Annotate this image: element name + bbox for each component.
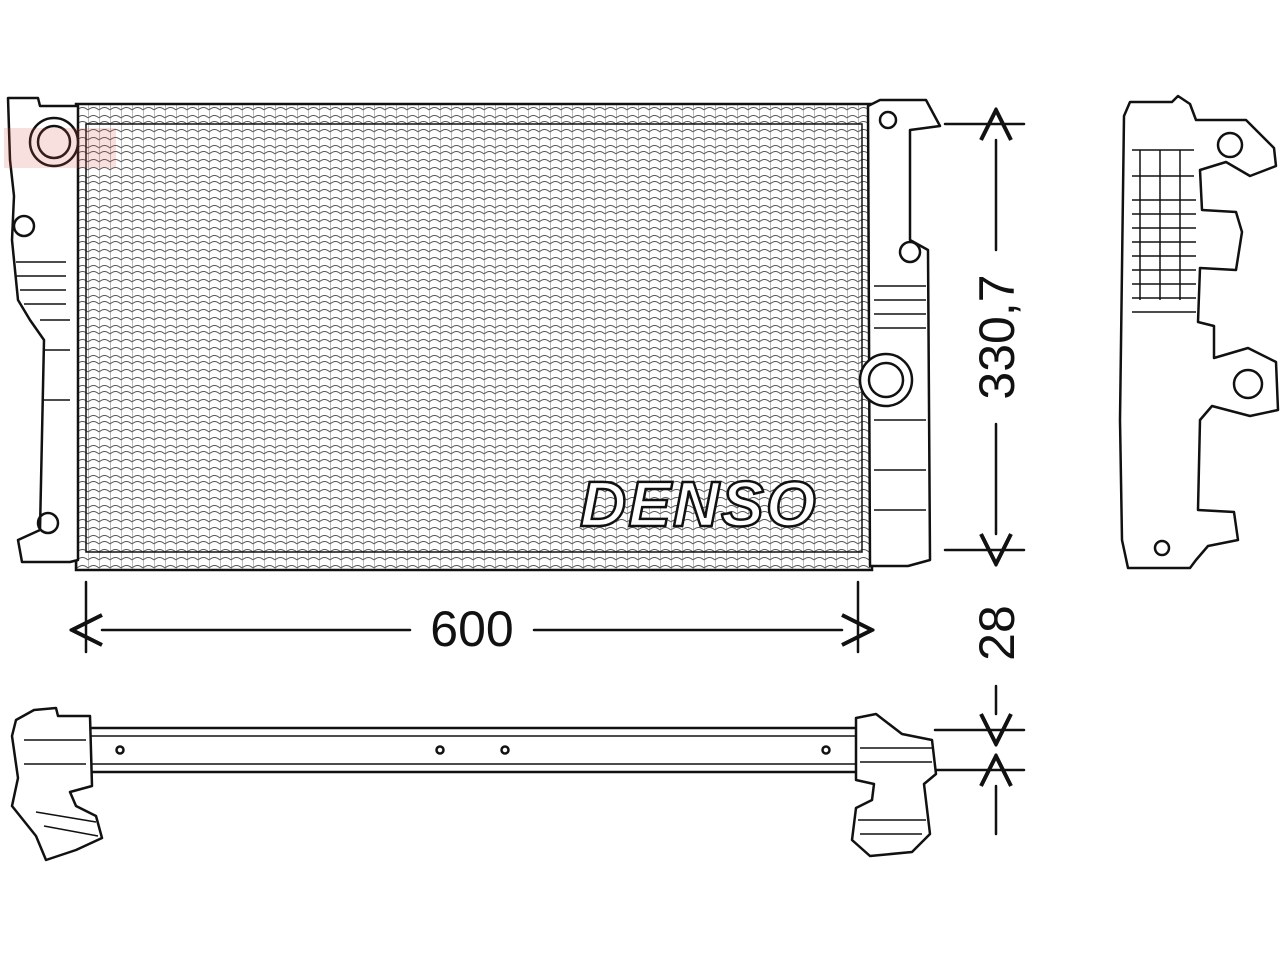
- top-rivet-2: [435, 745, 445, 755]
- top-left-tank-detail: [24, 739, 99, 837]
- left-tank: [6, 96, 80, 564]
- left-drain-plug: [36, 511, 60, 535]
- left-outlet-ring-inner: [36, 124, 72, 160]
- top-view: [10, 706, 938, 862]
- top-core: [86, 726, 862, 774]
- watermark-mark: [4, 128, 116, 168]
- radiator-core: [74, 102, 874, 572]
- top-left-tank: [10, 706, 104, 862]
- right-tank: [866, 98, 942, 568]
- left-mount-hole: [12, 214, 36, 238]
- side-mid-fitting: [1232, 368, 1264, 400]
- width-value: 600: [430, 601, 513, 657]
- height-dimension: 330,7: [943, 124, 1026, 550]
- right-top-hole: [878, 110, 898, 130]
- side-bottom-plug: [1153, 539, 1171, 557]
- width-dimension: 600: [86, 580, 858, 657]
- side-tank-body: [1118, 94, 1280, 570]
- top-rivet-3: [500, 745, 510, 755]
- top-right-tank-detail: [858, 747, 932, 835]
- height-value: 330,7: [969, 274, 1025, 399]
- side-tank-grid: [1132, 149, 1196, 300]
- top-rivet-4: [821, 745, 831, 755]
- right-mount-hole: [898, 240, 922, 264]
- left-tank-ribs: [16, 261, 70, 401]
- front-view: DENSO: [4, 96, 942, 572]
- right-inlet-ring-inner: [867, 361, 905, 399]
- right-inlet-ring-outer: [858, 352, 914, 408]
- depth-value: 28: [969, 605, 1025, 661]
- side-view: [1118, 94, 1280, 570]
- brand-logo: DENSO: [580, 468, 818, 540]
- core-inner-border: [85, 123, 863, 553]
- right-tank-ribs: [874, 285, 926, 511]
- side-top-fitting: [1216, 131, 1244, 159]
- top-rivet-1: [115, 745, 125, 755]
- depth-dimension: 28: [933, 605, 1026, 836]
